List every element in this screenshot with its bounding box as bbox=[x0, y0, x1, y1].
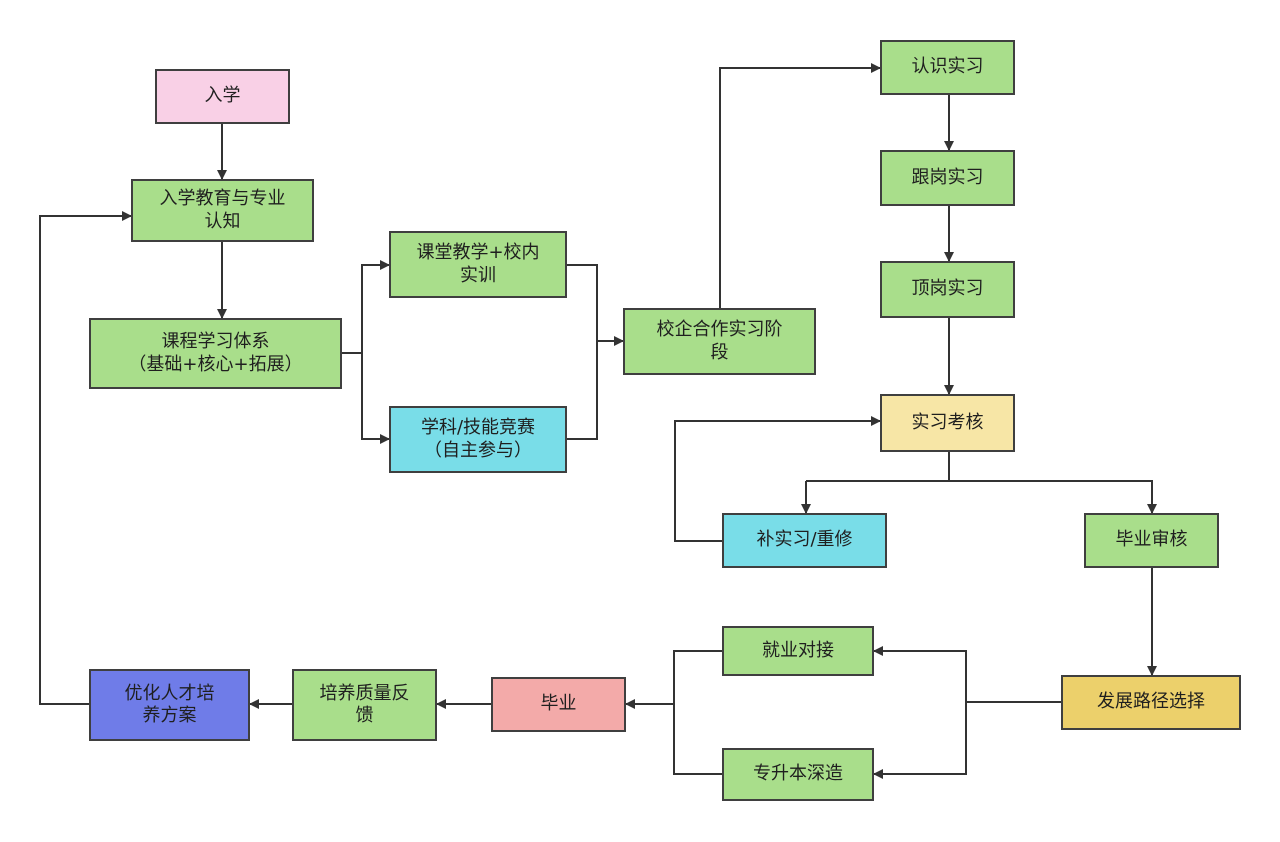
node-upgrade[interactable]: 专升本深造 bbox=[722, 748, 874, 801]
edge-career-employment bbox=[873, 646, 967, 702]
node-quality-feedback[interactable]: 培养质量反 馈 bbox=[292, 669, 437, 741]
edge-optimize-orientation bbox=[39, 211, 132, 705]
node-follow-internship-label: 跟岗实习 bbox=[911, 166, 984, 188]
node-competition[interactable]: 学科/技能竞赛 （自主参与） bbox=[389, 406, 567, 473]
node-employment[interactable]: 就业对接 bbox=[722, 626, 874, 676]
node-enrollment-label: 入学 bbox=[204, 85, 241, 107]
node-quality-feedback-label: 培养质量反 馈 bbox=[319, 682, 410, 727]
node-internship-assessment[interactable]: 实习考核 bbox=[880, 394, 1015, 452]
node-remedial[interactable]: 补实习/重修 bbox=[722, 513, 887, 568]
node-orientation-label: 入学教育与专业 认知 bbox=[159, 188, 286, 232]
node-cognitive-internship-label: 认识实习 bbox=[911, 56, 984, 78]
node-orientation[interactable]: 入学教育与专业 认知 bbox=[131, 179, 314, 242]
node-employment-label: 就业对接 bbox=[762, 639, 834, 661]
node-graduation-review-label: 毕业审核 bbox=[1115, 529, 1188, 551]
edge-split-classroom bbox=[361, 260, 390, 353]
node-optimize-plan-label: 优化人才培 养方案 bbox=[124, 682, 215, 727]
node-coop-label: 校企合作实习阶 段 bbox=[656, 319, 783, 363]
node-remedial-label: 补实习/重修 bbox=[756, 529, 853, 551]
node-curriculum-label: 课程学习体系 （基础+核心+拓展） bbox=[128, 331, 303, 375]
edge-coop-cognitive bbox=[719, 63, 881, 308]
edge-remedial-assess bbox=[674, 416, 881, 542]
node-graduation[interactable]: 毕业 bbox=[491, 677, 626, 732]
node-graduation-review[interactable]: 毕业审核 bbox=[1084, 513, 1219, 568]
node-optimize-plan[interactable]: 优化人才培 养方案 bbox=[89, 669, 250, 741]
edge-competition-merge bbox=[567, 341, 598, 440]
edge-upgrade-merge bbox=[673, 704, 722, 775]
node-graduation-label: 毕业 bbox=[540, 693, 577, 715]
node-classroom[interactable]: 课堂教学+校内 实训 bbox=[389, 231, 567, 298]
node-top-internship-label: 顶岗实习 bbox=[911, 278, 984, 300]
edge-assess-split bbox=[806, 452, 950, 482]
node-internship-assessment-label: 实习考核 bbox=[911, 411, 984, 433]
node-career-path-label: 发展路径选择 bbox=[1097, 691, 1205, 713]
node-cognitive-internship[interactable]: 认识实习 bbox=[880, 40, 1015, 95]
edge-employment-merge bbox=[673, 650, 722, 704]
node-upgrade-label: 专升本深造 bbox=[753, 763, 843, 785]
edge-assess-gradreview bbox=[949, 480, 1157, 514]
edge-career-upgrade bbox=[873, 702, 967, 779]
node-competition-label: 学科/技能竞赛 （自主参与） bbox=[420, 417, 536, 461]
node-top-internship[interactable]: 顶岗实习 bbox=[880, 261, 1015, 318]
node-coop[interactable]: 校企合作实习阶 段 bbox=[623, 308, 816, 375]
node-classroom-label: 课堂教学+校内 实训 bbox=[416, 242, 540, 286]
edge-split-competition bbox=[361, 353, 390, 444]
node-follow-internship[interactable]: 跟岗实习 bbox=[880, 150, 1015, 206]
node-enrollment[interactable]: 入学 bbox=[155, 69, 290, 124]
node-curriculum[interactable]: 课程学习体系 （基础+核心+拓展） bbox=[89, 318, 342, 389]
node-career-path[interactable]: 发展路径选择 bbox=[1061, 675, 1241, 730]
edge-classroom-merge bbox=[567, 264, 598, 341]
